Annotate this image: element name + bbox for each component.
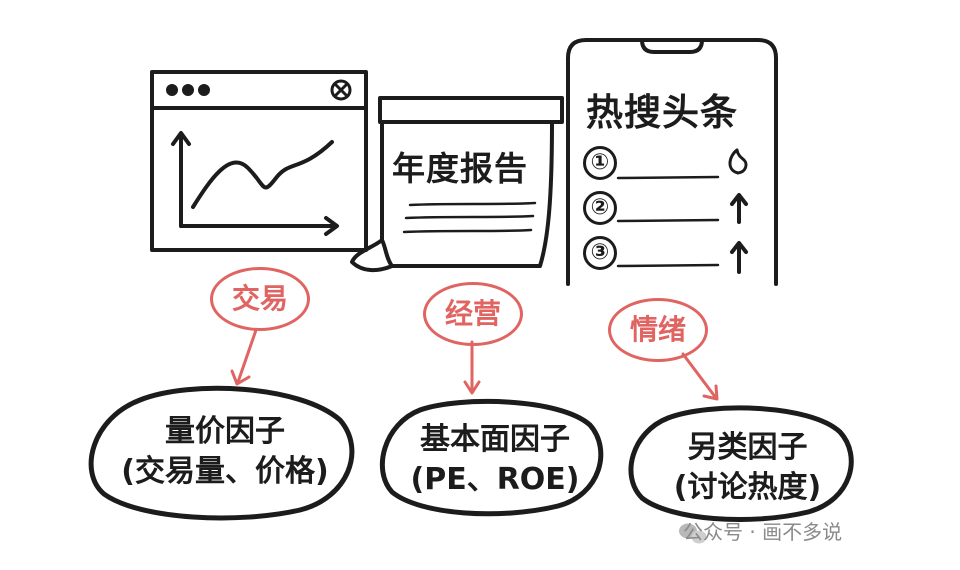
arrow-head-icon: [463, 380, 481, 395]
factor-alternative-title: 另类因子: [687, 430, 808, 465]
arrow-icon: [236, 328, 258, 384]
bubble-outline-icon: [379, 399, 604, 517]
factor-fundamental: 基本面因子 (PE、ROE): [385, 420, 605, 500]
close-icon: [330, 79, 352, 101]
window-dot-icon: [166, 84, 178, 96]
tag-sentiment: 情绪: [608, 298, 708, 362]
report-title: 年度报告: [392, 149, 528, 188]
factor-fundamental-detail: (PE、ROE): [410, 462, 580, 497]
tag-operation: 经营: [423, 282, 523, 346]
tag-sentiment-label: 情绪: [629, 313, 686, 346]
line-chart-icon: [171, 131, 339, 236]
tag-trade-label: 交易: [231, 282, 288, 315]
bubble-outline-icon: [88, 385, 355, 521]
smartphone-icon: [566, 38, 778, 286]
up-arrow-icon: [730, 193, 748, 224]
tag-operation-label: 经营: [444, 297, 501, 330]
arrow-head-icon: [230, 369, 251, 386]
arrow-icon: [681, 352, 718, 400]
browser-window-icon: [150, 70, 368, 252]
factor-alternative-detail: (讨论热度): [673, 470, 822, 505]
hot-search-title: 热搜头条: [586, 91, 738, 134]
factor-volume-price: 量价因子 (交易量、价格): [100, 412, 350, 492]
footer-watermark: 公众号 · 画不多说: [683, 520, 843, 544]
wechat-logo-icon: [679, 523, 707, 544]
tag-trade: 交易: [210, 267, 310, 331]
factor-fundamental-title: 基本面因子: [420, 422, 570, 457]
bubble-outline-icon: [628, 405, 854, 523]
rank-two: ②: [583, 191, 617, 225]
report-scroll-icon: [350, 96, 564, 273]
window-dot-icon: [182, 84, 194, 96]
rank-one: ①: [583, 146, 617, 180]
factor-alternative: 另类因子 (讨论热度): [640, 428, 855, 508]
flame-icon: [728, 148, 748, 175]
factor-volume-price-title: 量价因子: [165, 414, 285, 449]
window-dot-icon: [198, 84, 210, 96]
arrow-head-icon: [702, 384, 719, 401]
rank-three: ③: [583, 236, 617, 270]
up-arrow-icon: [730, 241, 748, 274]
factor-volume-price-detail: (交易量、价格): [121, 454, 329, 489]
